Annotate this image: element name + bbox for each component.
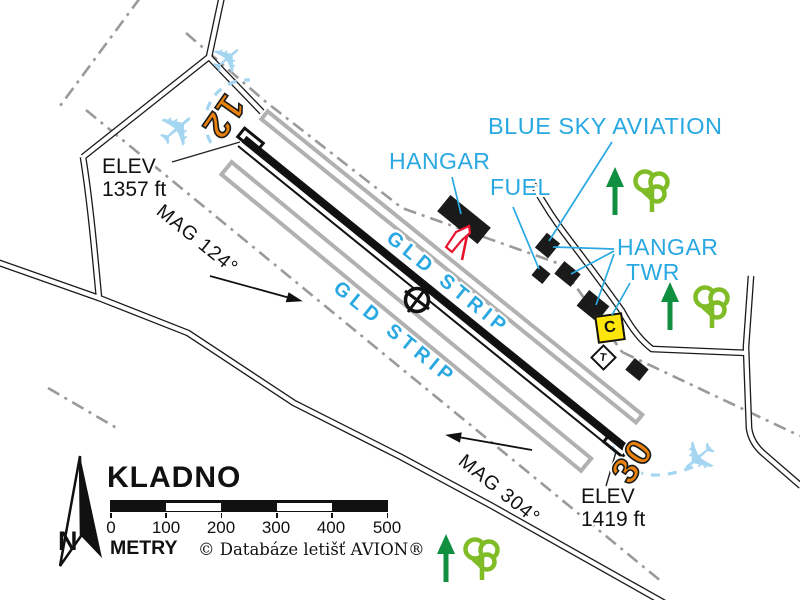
traffic-pattern-arcs — [203, 78, 701, 477]
scale-tick-label: 100 — [151, 518, 181, 537]
scale-segment — [221, 503, 277, 512]
elev-word: ELEV — [581, 485, 635, 508]
green-up-arrow-icons — [437, 167, 679, 582]
scale-tick-label: 0 — [106, 518, 116, 537]
scale-segment — [111, 503, 167, 512]
fuel-label: FUEL — [490, 174, 551, 200]
elev-word: ELEV — [102, 155, 156, 178]
scale-bar: 0 100 200 300 400 500 — [106, 500, 401, 537]
scale-tick — [331, 513, 333, 518]
blue-sky-aviation-label: BLUE SKY AVIATION — [488, 113, 723, 139]
windsock-icon — [444, 224, 472, 261]
elev-value: 1419 ft — [581, 507, 646, 531]
elevation-label-se: ELEV 1419 ft — [581, 485, 646, 531]
scale-tick — [276, 513, 278, 518]
scale-bar-top-line — [110, 500, 388, 504]
scale-segment — [166, 503, 222, 512]
scale-bar-segments — [110, 503, 388, 513]
north-letter: N — [58, 526, 78, 556]
scale-segment — [276, 503, 332, 512]
scale-tick-label: 500 — [372, 518, 402, 537]
twr-label: TWR — [626, 259, 680, 285]
scale-tick-label: 200 — [206, 518, 236, 537]
scale-tick — [220, 513, 223, 518]
tree-icons — [463, 169, 730, 580]
blue-leader-lines — [451, 141, 631, 316]
hangar-label-west: HANGAR — [389, 148, 491, 174]
scale-tick — [110, 513, 112, 518]
boundary-dashdot-lines — [47, 0, 800, 584]
scale-segment — [331, 503, 388, 512]
scale-tick — [165, 513, 167, 518]
launch-point-circle-cross-icon — [403, 286, 431, 314]
elevation-leader-lines — [171, 141, 617, 487]
hangar-label-east: HANGAR — [617, 234, 719, 260]
scale-tick-label: 400 — [316, 518, 346, 537]
scale-tick-label: 300 — [261, 518, 291, 537]
elevation-label-nw: ELEV 1357 ft — [102, 155, 167, 201]
mag-direction-arrows — [209, 275, 533, 451]
north-arrow-icon — [58, 455, 102, 567]
copyright-label: © Databáze letišť AVION® — [198, 540, 425, 559]
scale-tick — [386, 513, 389, 518]
scale-unit-label: METRY — [110, 537, 178, 559]
elev-value: 1357 ft — [102, 177, 167, 201]
chart-title: KLADNO — [107, 461, 242, 494]
